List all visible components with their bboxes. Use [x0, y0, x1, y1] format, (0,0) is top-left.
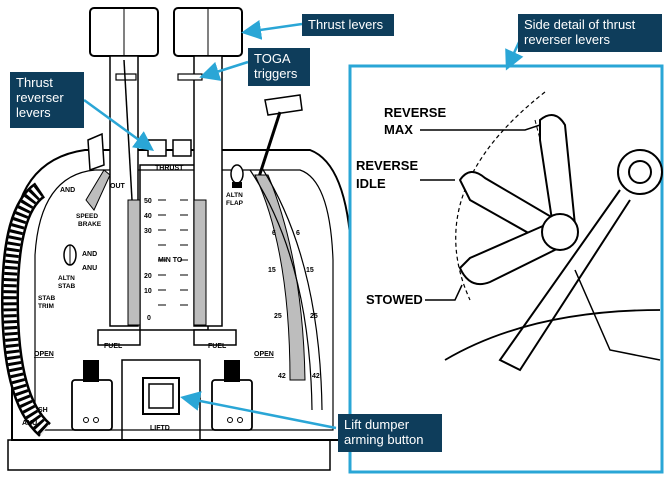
label-sh: SH [38, 407, 48, 414]
label-fuel-left: FUEL [104, 343, 123, 350]
detail-label-reverse-max-1: REVERSE [384, 105, 446, 120]
flap-mark-15-right: 15 [306, 267, 314, 274]
fuel-lever-right[interactable] [211, 360, 253, 431]
flap-mark-6-left: 6 [272, 230, 276, 237]
flap-mark-42-left: 42 [278, 373, 286, 380]
flap-lever[interactable] [249, 94, 323, 411]
detail-label-reverse-idle-1: REVERSE [356, 158, 418, 173]
callout-reverser-line2: reverser [16, 90, 64, 105]
label-and-mid: AND [82, 251, 97, 258]
callout-side-detail: Side detail of thrust reverser levers [518, 14, 662, 52]
label-speed-brake-1: SPEED [76, 213, 98, 220]
scale-labels-left: 50 40 30 20 10 0 [144, 198, 152, 322]
scale-20: 20 [144, 273, 152, 280]
label-thrust: THRUST [155, 165, 184, 172]
label-altn-flap-1: ALTN [226, 192, 243, 199]
flap-marks-left: 6 15 25 42 [268, 230, 286, 380]
label-altn-stab-2: STAB [58, 283, 76, 290]
callout-thrust-reverser-levers: Thrust reverser levers [10, 72, 84, 128]
flap-mark-15-left: 15 [268, 267, 276, 274]
flap-mark-42-right: 42 [312, 373, 320, 380]
callout-lift-dumper: Lift dumper arming button [338, 414, 442, 452]
arrow-thrust-reverser [83, 98, 155, 151]
callout-toga-line1: TOGA [254, 51, 291, 66]
detail-label-stowed: STOWED [366, 292, 423, 307]
flap-mark-25-right: 25 [310, 313, 318, 320]
callout-reverser-line3: levers [16, 105, 51, 120]
label-and-top: AND [60, 187, 75, 194]
label-min-to: MIN TO [158, 257, 183, 264]
arrow-lift-dumper [180, 391, 337, 430]
label-stab-trim-1: STAB [38, 295, 56, 302]
callout-side-line2: reverser levers [524, 32, 610, 47]
speed-brake-lever[interactable] [85, 132, 111, 211]
detail-label-reverse-max-2: MAX [384, 122, 413, 137]
side-detail-drawing [444, 91, 663, 372]
scale-0: 0 [147, 315, 151, 322]
scale-tick-marks [158, 199, 188, 306]
callout-reverser-line1: Thrust [16, 75, 53, 90]
toga-trigger-right[interactable] [177, 73, 203, 81]
label-fuel-right: FUEL [208, 343, 227, 350]
label-altn-stab-1: ALTN [58, 275, 75, 282]
flap-marks-right: 6 15 25 42 [296, 230, 320, 380]
label-out: OUT [110, 183, 126, 190]
label-open-right: OPEN [254, 351, 274, 358]
label-open-left: OPEN [34, 351, 54, 358]
lift-dumper-arming-button[interactable] [142, 377, 180, 415]
thrust-reverser-lever-right[interactable] [172, 139, 192, 157]
label-anu-mid: ANU [82, 265, 97, 272]
arrow-thrust-levers [241, 19, 303, 40]
scale-30: 30 [144, 228, 152, 235]
label-altn-flap-2: FLAP [226, 200, 244, 207]
scale-40: 40 [144, 213, 152, 220]
label-stab-trim-2: TRIM [38, 303, 54, 310]
altn-flap-switch[interactable] [230, 164, 244, 188]
callout-lift-line2: arming button [344, 432, 424, 447]
label-anu-bottom: ANU [22, 420, 37, 427]
fuel-lever-left[interactable] [71, 360, 113, 431]
thrust-lever-right[interactable] [173, 7, 243, 346]
callout-toga-line2: triggers [254, 66, 298, 81]
toga-trigger-left[interactable] [115, 73, 137, 81]
label-lift-d: LIFTD [150, 425, 170, 432]
altn-stab-switch[interactable] [63, 244, 77, 266]
callout-thrust-levers-text: Thrust levers [308, 17, 384, 32]
callout-toga-triggers: TOGA triggers [248, 48, 310, 86]
callout-arrows [83, 19, 524, 430]
scale-50: 50 [144, 198, 152, 205]
thrust-lever-left[interactable] [89, 7, 159, 346]
callout-thrust-levers: Thrust levers [302, 14, 394, 36]
arrow-toga-triggers [199, 60, 249, 81]
detail-pointers [420, 124, 541, 301]
pedestal-base [7, 439, 331, 471]
scale-10: 10 [144, 288, 152, 295]
stab-trim-wheel[interactable] [0, 182, 52, 437]
callout-side-line1: Side detail of thrust [524, 17, 636, 32]
callout-lift-line1: Lift dumper [344, 417, 410, 432]
label-speed-brake-2: BRAKE [78, 221, 102, 228]
flap-mark-25-left: 25 [274, 313, 282, 320]
detail-label-reverse-idle-2: IDLE [356, 176, 386, 191]
flap-mark-6-right: 6 [296, 230, 300, 237]
